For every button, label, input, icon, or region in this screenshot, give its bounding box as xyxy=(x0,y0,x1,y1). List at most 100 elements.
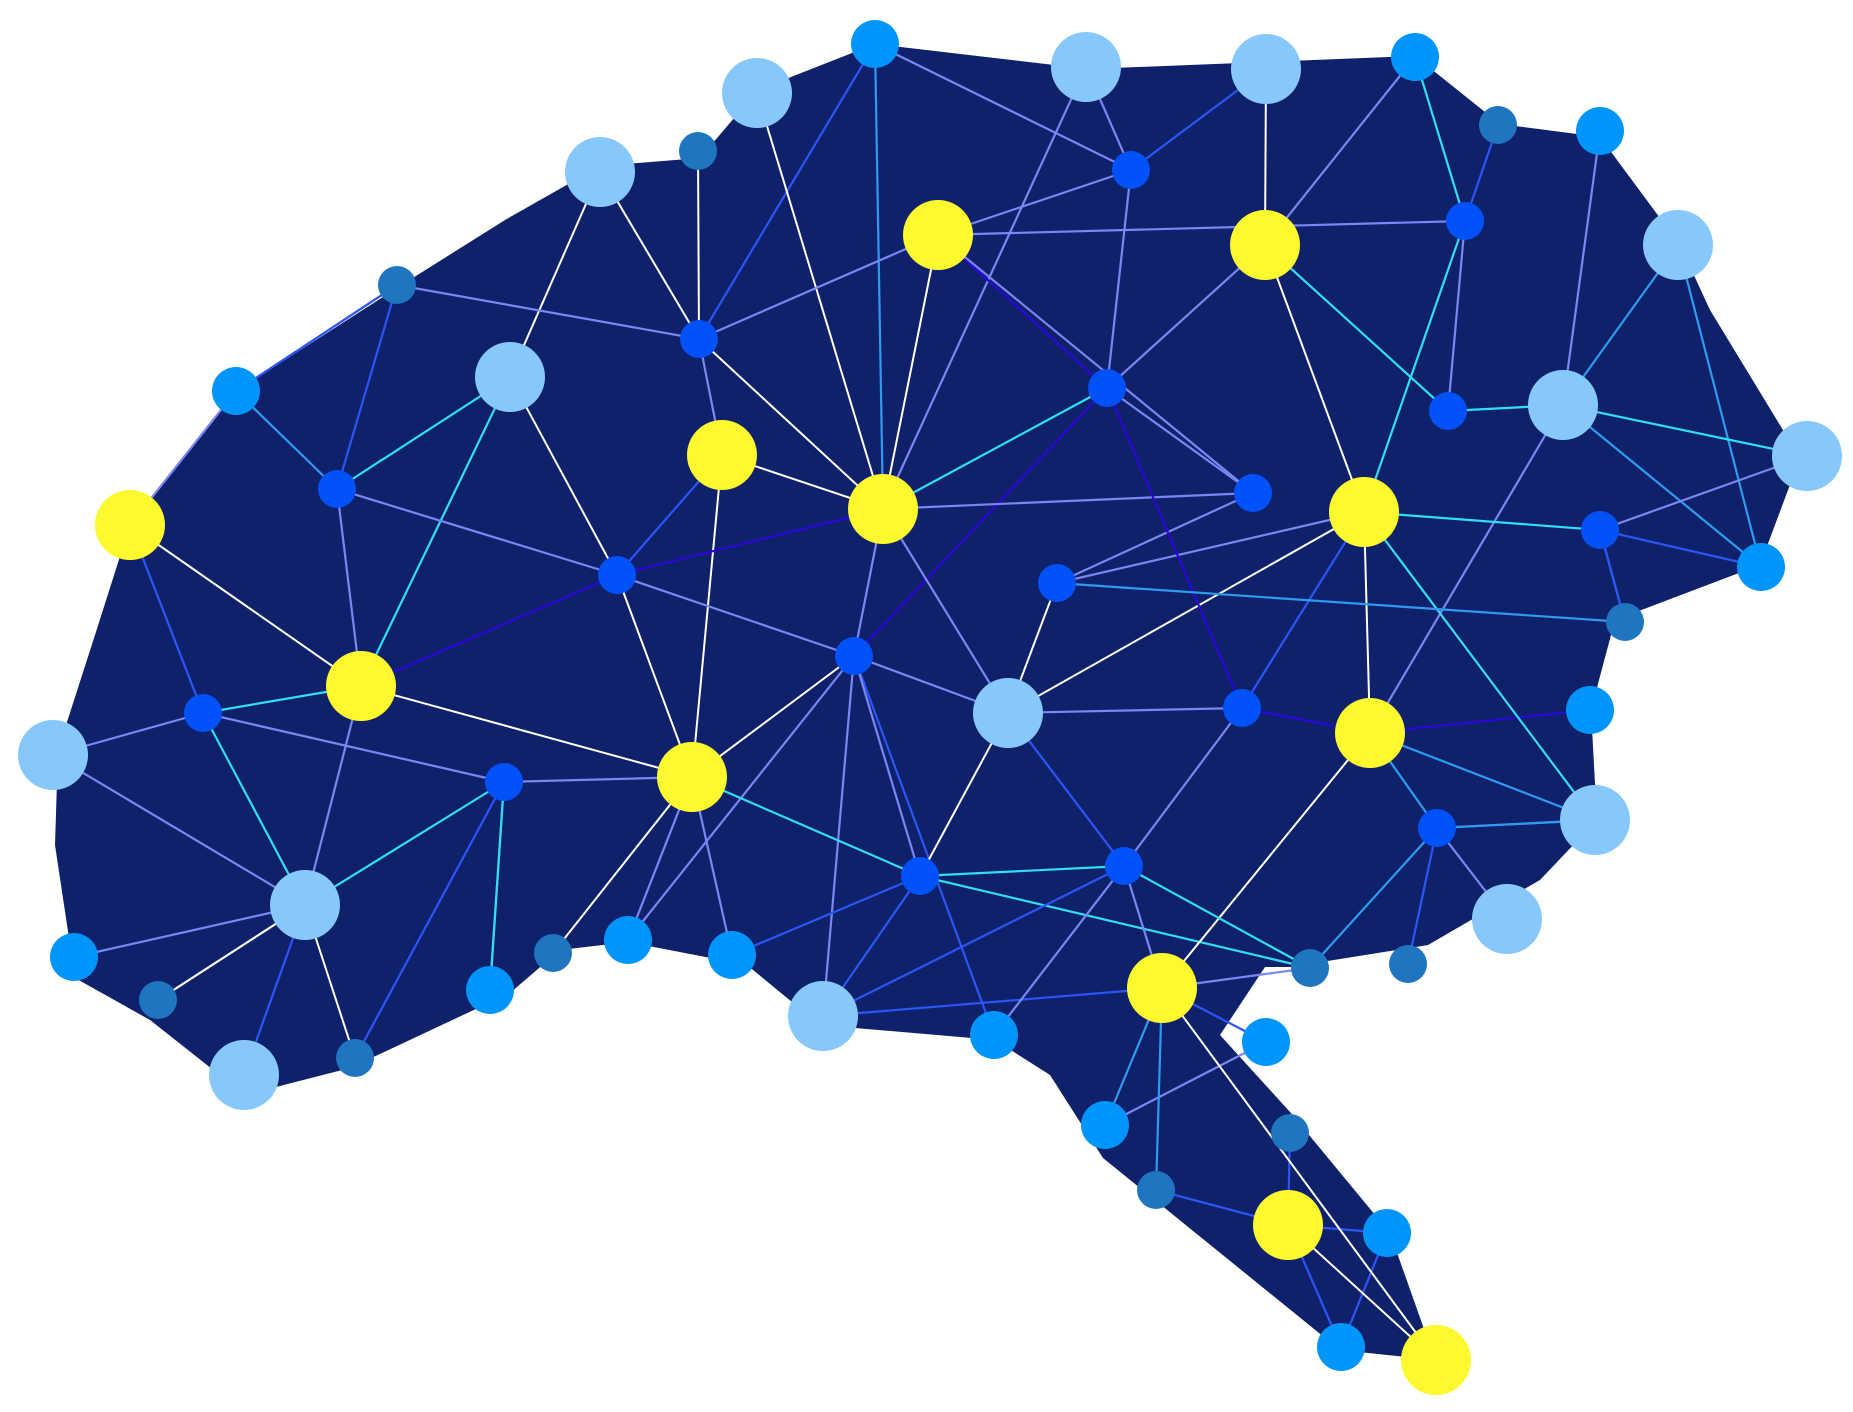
network-edge xyxy=(1103,1040,1268,1127)
network-node-steel-blue xyxy=(1606,603,1644,641)
network-edge xyxy=(1598,528,1763,569)
network-edge xyxy=(509,376,618,576)
network-edge xyxy=(395,283,701,341)
network-edge xyxy=(234,283,399,393)
network-node-yellow xyxy=(1401,1325,1471,1395)
network-node-yellow xyxy=(1127,953,1197,1023)
network-edge xyxy=(1122,706,1244,868)
network-edge xyxy=(821,864,1126,1018)
network-node-bright-blue xyxy=(466,966,514,1014)
network-edge xyxy=(129,524,362,687)
network-node-yellow xyxy=(95,490,165,560)
network-node-bright-blue xyxy=(604,916,652,964)
network-node-royal-blue xyxy=(835,637,873,675)
network-edge xyxy=(697,233,940,341)
network-node-steel-blue xyxy=(679,132,717,170)
network-edge xyxy=(1006,706,1244,715)
network-edge xyxy=(1363,511,1371,734)
network-node-light-blue xyxy=(18,720,88,790)
network-node-royal-blue xyxy=(1112,151,1150,189)
network-edge xyxy=(882,234,939,510)
network-edge xyxy=(1561,403,1763,569)
network-node-yellow xyxy=(687,420,757,490)
network-edge xyxy=(1105,243,1267,390)
network-node-light-blue xyxy=(1643,210,1713,280)
network-edge xyxy=(1007,511,1365,714)
network-edge xyxy=(201,711,506,784)
network-edge xyxy=(1561,129,1602,407)
network-edge xyxy=(690,775,922,878)
network-edge xyxy=(1446,219,1467,413)
network-edge xyxy=(615,507,885,577)
network-node-royal-blue xyxy=(1223,689,1261,727)
network-node-steel-blue xyxy=(1389,945,1427,983)
network-node-bright-blue xyxy=(1242,1018,1290,1066)
network-edge xyxy=(1368,731,1597,822)
network-node-light-blue xyxy=(788,981,858,1051)
network-edge xyxy=(360,685,693,778)
network-edge xyxy=(1406,826,1439,966)
network-edge xyxy=(936,233,1255,495)
network-edge xyxy=(1263,243,1450,413)
network-node-light-blue xyxy=(1051,32,1121,102)
network-edge xyxy=(1105,168,1133,390)
network-edge xyxy=(992,864,1126,1037)
network-node-bright-blue xyxy=(1391,33,1439,81)
network-node-light-blue xyxy=(722,58,792,128)
network-node-bright-blue xyxy=(1363,1209,1411,1257)
network-edge xyxy=(1676,243,1763,569)
network-node-royal-blue xyxy=(680,320,718,358)
network-edge xyxy=(1598,454,1809,532)
network-edge xyxy=(698,338,884,510)
network-node-light-blue xyxy=(1772,421,1842,491)
network-edge xyxy=(353,780,506,1060)
network-node-yellow xyxy=(903,200,973,270)
network-edge xyxy=(730,874,922,957)
network-edge xyxy=(1161,732,1371,989)
network-node-light-blue xyxy=(475,342,545,412)
network-edge xyxy=(936,233,1109,390)
network-edge xyxy=(1368,708,1592,735)
network-edge xyxy=(359,375,512,688)
network-node-steel-blue xyxy=(336,1039,374,1077)
network-edge xyxy=(359,573,619,688)
network-edge xyxy=(488,780,506,992)
network-node-royal-blue xyxy=(1446,202,1484,240)
network-edge xyxy=(335,283,399,491)
network-node-royal-blue xyxy=(318,470,356,508)
network-node-yellow xyxy=(657,742,727,812)
network-node-royal-blue xyxy=(1088,369,1126,407)
network-node-light-blue xyxy=(1231,34,1301,104)
network-edge xyxy=(1263,55,1417,247)
network-edge xyxy=(1122,864,1312,970)
network-node-light-blue xyxy=(1528,370,1598,440)
network-node-steel-blue xyxy=(534,934,572,972)
network-node-light-blue xyxy=(1560,785,1630,855)
network-edge xyxy=(1105,386,1244,710)
network-node-yellow xyxy=(1329,477,1399,547)
network-node-bright-blue xyxy=(1081,1101,1129,1149)
network-node-bright-blue xyxy=(1566,686,1614,734)
network-node-bright-blue xyxy=(970,1011,1018,1059)
network-node-royal-blue xyxy=(1038,564,1076,602)
network-edge xyxy=(852,386,1109,658)
network-node-yellow xyxy=(326,651,396,721)
network-node-steel-blue xyxy=(139,981,177,1019)
network-edge xyxy=(51,753,307,907)
network-edge xyxy=(697,150,700,340)
network-node-yellow xyxy=(1230,210,1300,280)
network-edge xyxy=(881,491,1255,511)
network-edge xyxy=(873,42,885,511)
network-edge xyxy=(1308,826,1439,970)
network-node-bright-blue xyxy=(1737,543,1785,591)
network-edge xyxy=(552,776,693,954)
network-edge xyxy=(1055,491,1255,585)
network-edge xyxy=(335,487,619,577)
network-node-royal-blue xyxy=(598,556,636,594)
network-node-steel-blue xyxy=(1271,1114,1309,1152)
network-node-steel-blue xyxy=(378,266,416,304)
network-edge xyxy=(303,780,506,907)
network-edge xyxy=(1413,55,1467,223)
